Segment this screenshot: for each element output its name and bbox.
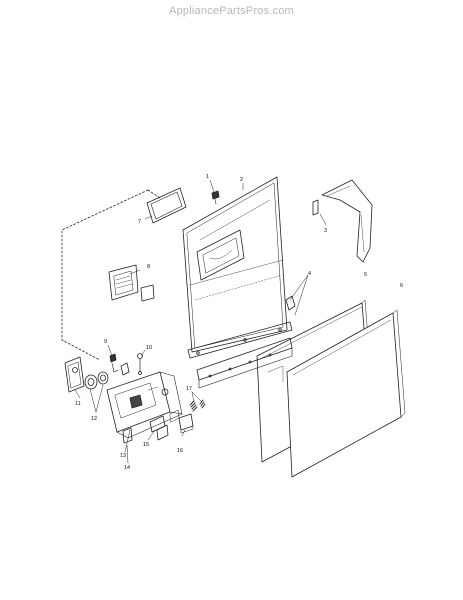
callout-5: 5 (364, 272, 367, 278)
callout-7: 7 (138, 219, 141, 225)
callout-3: 3 (324, 228, 327, 234)
callout-4: 4 (308, 271, 311, 277)
callout-11: 11 (75, 401, 81, 407)
watermark: AppliancePartsPros.com (169, 5, 294, 17)
dashed-group-bracket (61, 189, 161, 361)
part-2-inner-door-panel (182, 176, 293, 359)
part-6-outer-panel (286, 309, 406, 478)
part-17-springs (189, 399, 206, 412)
callout-12: 12 (91, 416, 97, 422)
callout-13: 13 (120, 453, 126, 459)
callout-8: 8 (147, 264, 150, 270)
callout-16: 16 (177, 448, 183, 454)
callout-14: 14 (124, 465, 130, 471)
part-11-bracket (64, 356, 85, 393)
callout-15: 15 (143, 442, 149, 448)
part-1-screw (211, 190, 220, 205)
callout-17: 17 (186, 386, 192, 392)
part-16-switch (178, 413, 194, 434)
part-12-seal-rings (84, 371, 109, 390)
leader-lines (74, 179, 327, 464)
part-4-hinge-channel (196, 295, 296, 389)
callout-2: 2 (240, 177, 243, 183)
part-3-side-trim (312, 179, 373, 263)
callout-6: 6 (400, 283, 403, 289)
part-13-control-housing (106, 371, 183, 439)
callout-9: 9 (104, 339, 107, 345)
part-10-fastener (137, 353, 143, 375)
part-14-tab (122, 427, 133, 444)
part-9-fastener (109, 353, 130, 376)
part-8-dispenser-plate (108, 264, 155, 302)
callout-labels: 1 2 3 4 5 6 7 8 9 10 11 12 13 14 15 16 1… (75, 174, 403, 471)
callout-1: 1 (206, 174, 209, 180)
callout-10: 10 (146, 345, 152, 351)
